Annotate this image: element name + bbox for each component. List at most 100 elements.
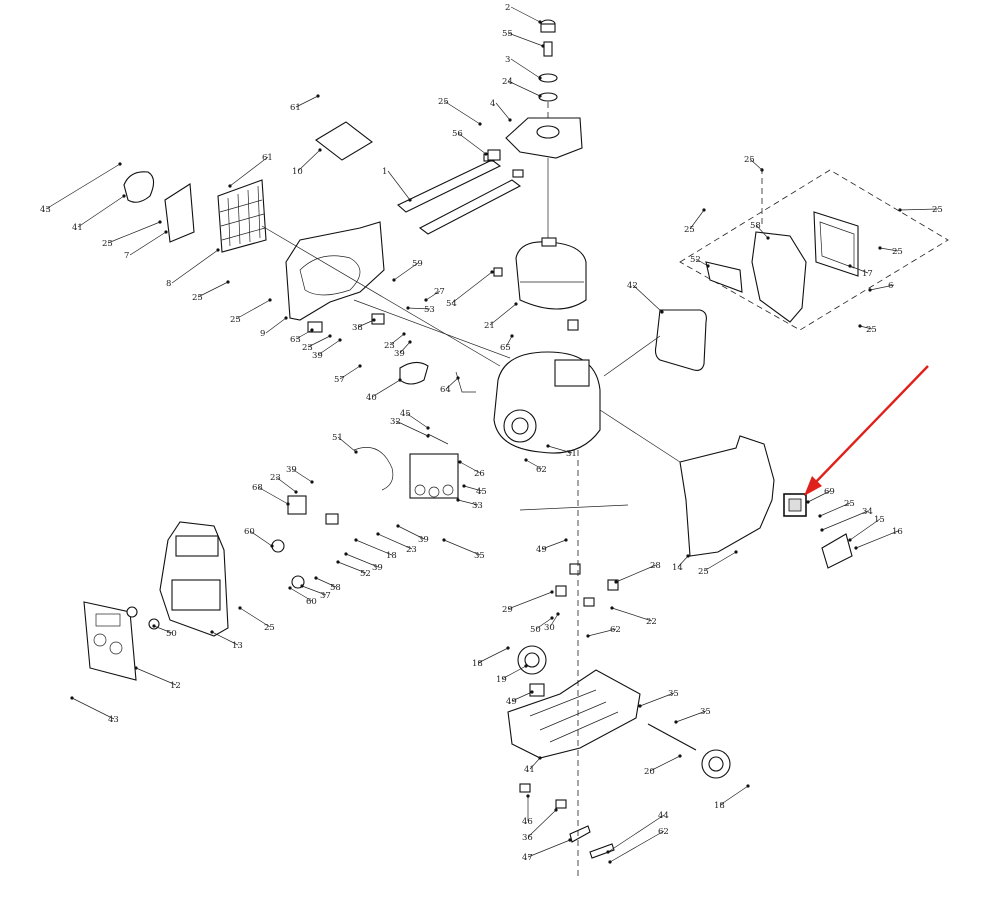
screw-dot bbox=[550, 590, 554, 594]
callout-label-49: 49 bbox=[506, 697, 517, 707]
screw-dot bbox=[734, 550, 738, 554]
screw-dot bbox=[898, 208, 902, 212]
screw-dot bbox=[702, 208, 706, 212]
callout-leader bbox=[397, 525, 425, 540]
screw-dot bbox=[228, 184, 232, 188]
callout-label-43: 43 bbox=[108, 715, 119, 725]
callout-leader bbox=[611, 607, 653, 622]
screw-dot bbox=[354, 450, 358, 454]
callout-leader bbox=[337, 561, 367, 574]
engine bbox=[493, 351, 601, 454]
callout-leader bbox=[632, 284, 663, 313]
callout-leader bbox=[703, 551, 737, 572]
callout-label-57: 57 bbox=[334, 375, 345, 385]
screw-dot bbox=[426, 434, 430, 438]
callout-leader bbox=[337, 436, 357, 453]
screw-dot bbox=[526, 794, 530, 798]
axle bbox=[647, 723, 697, 751]
callout-label-56: 56 bbox=[452, 129, 463, 139]
callout-label-14: 14 bbox=[672, 563, 683, 573]
front-panel-housing bbox=[159, 521, 229, 637]
callout-label-18: 18 bbox=[472, 659, 483, 669]
screw-dot bbox=[122, 194, 126, 198]
callout-leader bbox=[807, 490, 831, 503]
callout-leader bbox=[443, 100, 481, 125]
callout-leader bbox=[607, 814, 665, 853]
callout-label-16: 16 bbox=[892, 527, 903, 537]
callout-leader bbox=[443, 539, 481, 556]
screw-dot bbox=[226, 280, 230, 284]
callout-leader bbox=[507, 80, 541, 97]
callout-label-27: 27 bbox=[434, 287, 445, 297]
callout-leader bbox=[529, 757, 541, 770]
callout-label-25: 25 bbox=[264, 623, 275, 633]
callout-label-52: 52 bbox=[360, 569, 371, 579]
callout-leader bbox=[457, 132, 487, 155]
screw-dot bbox=[336, 560, 340, 564]
screw-dot bbox=[508, 118, 512, 122]
screw-dot bbox=[524, 664, 528, 668]
callout-leader bbox=[541, 539, 567, 550]
callout-label-39: 39 bbox=[286, 465, 297, 475]
callout-label-61: 61 bbox=[290, 103, 301, 113]
screw-dot bbox=[286, 502, 290, 506]
callout-label-35: 35 bbox=[474, 551, 485, 561]
callout-leader bbox=[505, 335, 513, 348]
screw-dot bbox=[820, 528, 824, 532]
callout-leader bbox=[355, 539, 393, 556]
callout-label-58: 58 bbox=[330, 583, 341, 593]
right-side-cover bbox=[679, 435, 775, 557]
screw-dot bbox=[568, 838, 572, 842]
callout-leader bbox=[507, 591, 553, 610]
callout-label-50: 50 bbox=[166, 629, 177, 639]
callout-label-62: 62 bbox=[610, 625, 621, 635]
highlighted-part-69 bbox=[783, 493, 807, 517]
callout-leader bbox=[399, 341, 411, 354]
callout-label-4: 4 bbox=[490, 99, 495, 109]
screw-dot bbox=[478, 122, 482, 126]
screw-dot bbox=[270, 544, 274, 548]
callout-label-25: 25 bbox=[230, 315, 241, 325]
callout-leader bbox=[129, 231, 167, 256]
callout-leader bbox=[859, 325, 873, 330]
callout-label-58: 58 bbox=[750, 221, 761, 231]
screw-dot bbox=[426, 426, 430, 430]
left-side-cover bbox=[285, 221, 385, 321]
callout-label-25: 25 bbox=[438, 97, 449, 107]
screw-dot bbox=[238, 606, 242, 610]
callout-label-6: 6 bbox=[888, 281, 893, 291]
callout-leader bbox=[689, 209, 705, 230]
screw-dot bbox=[556, 612, 560, 616]
screw-dot bbox=[614, 580, 618, 584]
callout-label-65: 65 bbox=[500, 343, 511, 353]
screw-dot bbox=[456, 376, 460, 380]
screw-dot bbox=[288, 586, 292, 590]
screw-dot bbox=[462, 484, 466, 488]
screw-dot bbox=[538, 756, 542, 760]
callout-leader bbox=[489, 303, 517, 326]
screw-dot bbox=[878, 246, 882, 250]
callout-label-13: 13 bbox=[232, 641, 243, 651]
callout-label-60: 60 bbox=[306, 597, 317, 607]
callout-leader bbox=[371, 379, 401, 398]
screw-dot bbox=[344, 552, 348, 556]
screw-dot bbox=[134, 666, 138, 670]
callout-leader bbox=[849, 265, 869, 274]
screw-dot bbox=[538, 20, 542, 24]
callout-leader bbox=[609, 830, 665, 863]
screw-dot bbox=[541, 44, 545, 48]
callout-label-55: 55 bbox=[502, 29, 513, 39]
screw-dot bbox=[406, 306, 410, 310]
handle-frame bbox=[397, 153, 524, 235]
callout-label-35: 35 bbox=[668, 689, 679, 699]
callout-leader bbox=[301, 585, 327, 596]
callout-label-20: 20 bbox=[644, 767, 655, 777]
callout-leader bbox=[45, 163, 121, 210]
screw-dot bbox=[660, 310, 664, 314]
callout-leader bbox=[879, 247, 899, 252]
callout-leader bbox=[377, 533, 413, 550]
screw-dot bbox=[376, 532, 380, 536]
callout-label-44: 44 bbox=[658, 811, 669, 821]
callout-label-25: 25 bbox=[684, 225, 695, 235]
callout-label-7: 7 bbox=[124, 251, 129, 261]
